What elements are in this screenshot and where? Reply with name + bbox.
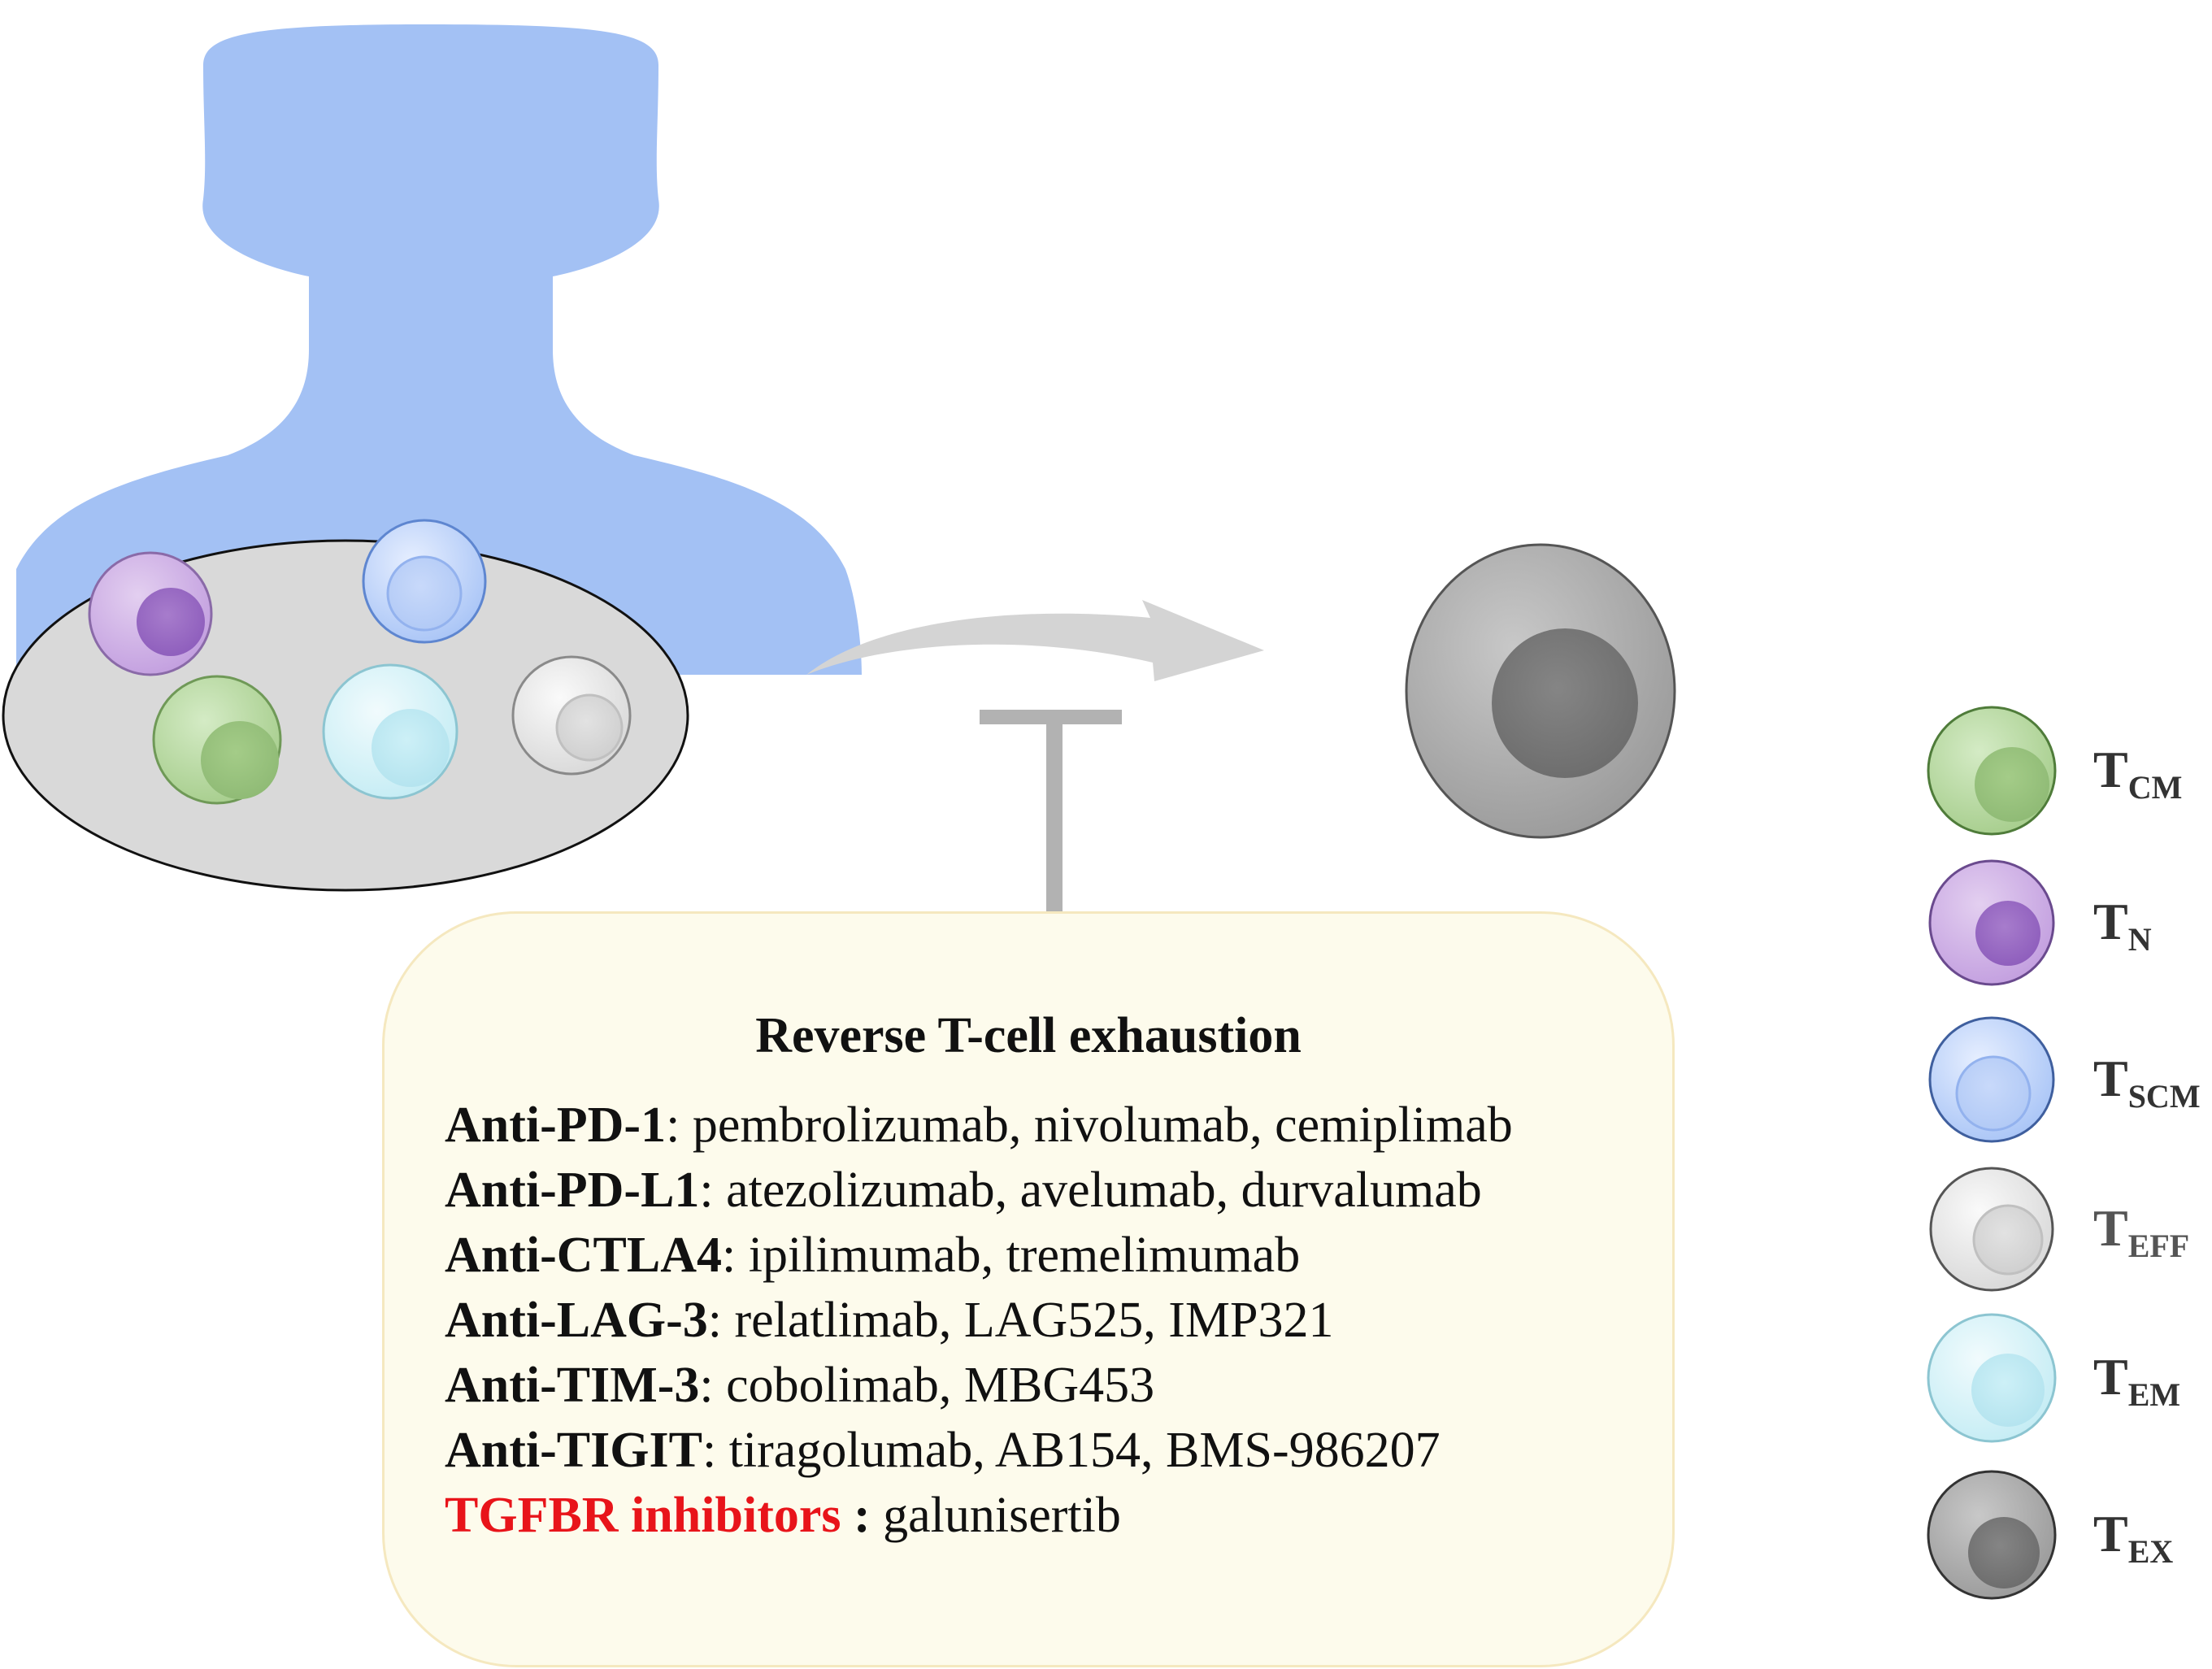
drug-class-label: Anti-LAG-3 — [445, 1293, 708, 1348]
drug-separator: : — [707, 1293, 723, 1348]
drug-class-label: Anti-TIGIT — [445, 1423, 702, 1478]
drug-names: tiragolumab, AB154, BMS-986207 — [716, 1423, 1441, 1478]
drug-names: galunisertib — [870, 1488, 1121, 1543]
drug-names: atezolizumab, avelumab, durvalumab — [713, 1163, 1482, 1218]
drug-class-label-highlighted: TGFBR inhibitors — [445, 1488, 841, 1543]
cell-gray-in-oval — [511, 655, 632, 776]
exhaustion-arrow — [806, 600, 1264, 681]
legend-cell-ex — [1927, 1470, 2057, 1600]
drug-class-label: Anti-CTLA4 — [445, 1228, 723, 1283]
drug-row: Anti-TIGIT: tiragolumab, AB154, BMS-9862… — [445, 1418, 1513, 1483]
drug-class-label: Anti-TIM-3 — [445, 1358, 700, 1413]
drug-separator: : — [841, 1488, 871, 1543]
box-title: Reverse T-cell exhaustion — [755, 1008, 1302, 1063]
legend-cell-em — [1927, 1313, 2057, 1443]
legend-cell-eff — [1929, 1167, 2054, 1292]
drug-names: cobolimab, MBG453 — [713, 1358, 1155, 1413]
drug-row: Anti-LAG-3: relatlimab, LAG525, IMP321 — [445, 1288, 1513, 1353]
drug-row: Anti-CTLA4: ipilimumab, tremelimumab — [445, 1223, 1513, 1288]
drug-names: relatlimab, LAG525, IMP321 — [722, 1293, 1334, 1348]
legend-cell-n — [1928, 859, 2055, 986]
drug-row: Anti-PD-1: pembrolizumab, nivolumab, cem… — [445, 1093, 1513, 1158]
legend-label-cm: TCM — [2093, 741, 2183, 806]
drug-row: Anti-PD-L1: atezolizumab, avelumab, durv… — [445, 1158, 1513, 1223]
drug-class-label: Anti-PD-1 — [445, 1097, 667, 1153]
drug-separator: : — [699, 1358, 714, 1413]
cell-green-in-oval — [152, 675, 282, 805]
legend-label-ex: TEX — [2093, 1505, 2174, 1570]
drug-separator: : — [699, 1163, 714, 1218]
legend-cell-cm — [1927, 706, 2057, 836]
drug-names: pembrolizumab, nivolumab, cemiplimab — [680, 1097, 1513, 1153]
person-silhouette — [16, 24, 862, 675]
drug-separator: : — [666, 1097, 680, 1153]
cell-blue-in-oval — [362, 519, 487, 644]
legend-label-eff: TEFF — [2093, 1199, 2190, 1264]
inhibitor-bar — [980, 710, 1122, 927]
reverse-exhaustion-box: Reverse T-cell exhaustion Anti-PD-1: pem… — [382, 911, 1675, 1667]
drug-list: Anti-PD-1: pembrolizumab, nivolumab, cem… — [445, 1093, 1513, 1548]
legend-cell-scm — [1928, 1016, 2055, 1143]
drug-row: TGFBR inhibitors : galunisertib — [445, 1483, 1513, 1548]
drug-separator: : — [722, 1228, 737, 1283]
legend-label-scm: TSCM — [2093, 1050, 2201, 1115]
legend-label-n: TN — [2093, 893, 2152, 958]
drug-names: ipilimumab, tremelimumab — [736, 1228, 1301, 1283]
exhausted-cell — [1405, 543, 1676, 839]
cell-cyan-in-oval — [322, 663, 458, 800]
drug-separator: : — [702, 1423, 717, 1478]
cell-purple-in-oval — [88, 551, 213, 676]
legend-label-em: TEM — [2093, 1348, 2181, 1413]
drug-class-label: Anti-PD-L1 — [445, 1163, 700, 1218]
drug-row: Anti-TIM-3: cobolimab, MBG453 — [445, 1353, 1513, 1418]
